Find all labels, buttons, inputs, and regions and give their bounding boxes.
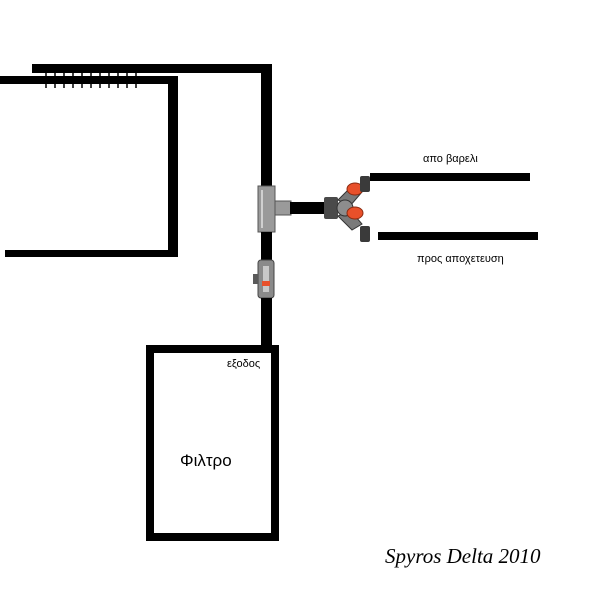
barrel-inlet-pipe	[370, 173, 530, 181]
signature: Spyros Delta 2010	[385, 544, 541, 568]
branch-pipe	[290, 202, 326, 214]
filter-box	[146, 345, 279, 541]
return-pipe-lower	[261, 298, 272, 347]
tee-fitting	[257, 185, 292, 233]
spray-holes	[45, 73, 137, 88]
drain-label: προς αποχετευση	[417, 253, 504, 265]
filter-label: Φιλτρο	[180, 451, 232, 470]
y-valve	[324, 176, 370, 242]
spray-bar	[32, 64, 272, 88]
return-pipe-upper	[261, 64, 272, 186]
return-pipe-middle	[261, 232, 272, 260]
tank	[0, 76, 178, 257]
barrel-label: απο βαρελι	[423, 153, 478, 165]
drain-outlet-pipe	[378, 232, 538, 240]
inline-ball-valve	[253, 259, 275, 299]
filter-outlet-label: εξοδος	[227, 358, 260, 370]
